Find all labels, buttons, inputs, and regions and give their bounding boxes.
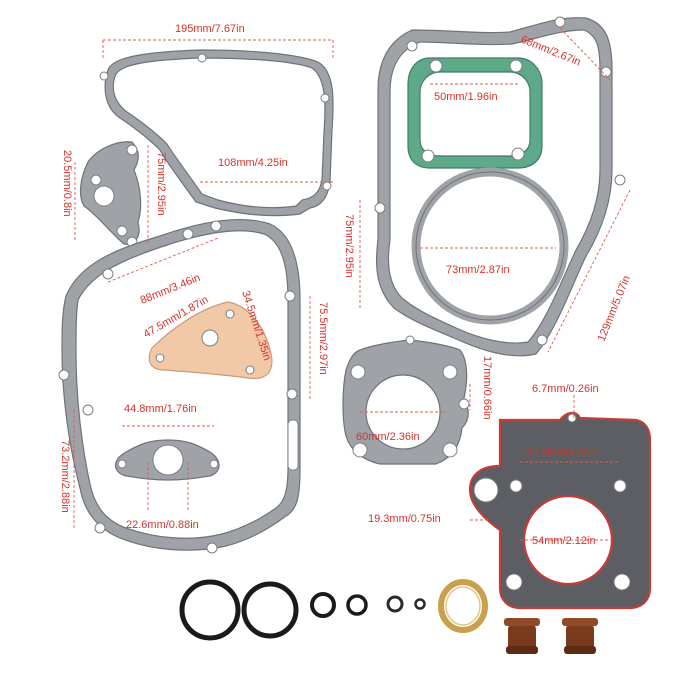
round-gasket	[411, 167, 569, 325]
valve-stem-seal-left	[504, 618, 540, 654]
dim-right-cover-height: 129mm/5.07in	[596, 274, 633, 343]
dim-cylinder-base-side: 17mm/0.66in	[481, 356, 493, 420]
dim-small-plate-height: 75mm/2.95in	[155, 152, 167, 216]
dim-top-cover-width: 195mm/7.67in	[175, 23, 245, 35]
right-cover-gasket	[374, 16, 626, 357]
valve-stem-seal-right	[562, 618, 598, 654]
cylinder-base-gasket	[342, 335, 470, 465]
dim-head-side: 19.3mm/0.75in	[368, 513, 441, 525]
dim-intake-port: 22.6mm/0.88in	[126, 519, 199, 531]
copper-sealing-ring	[438, 579, 488, 633]
dimension-guides	[73, 27, 631, 541]
dim-crankcase-height: 73.2mm/2.88in	[59, 440, 71, 513]
dim-cylinder-base-bore: 60mm/2.36in	[356, 431, 420, 443]
dim-green-gasket: 50mm/1.96in	[434, 91, 498, 103]
dim-intake-width: 44.8mm/1.76in	[124, 403, 197, 415]
dim-crankcase-side: 75.5mm/2.97in	[317, 302, 329, 375]
cylinder-head-gasket	[468, 411, 652, 610]
dim-top-cover-inner: 108mm/4.25in	[218, 157, 288, 169]
dim-head-bolt-span: 52.2mm/2.05in	[526, 447, 599, 459]
intake-gasket	[114, 439, 220, 481]
o-ring-set	[179, 579, 426, 641]
crankcase-gasket	[58, 218, 301, 554]
dim-right-cover-left: 75mm/2.95in	[343, 214, 355, 278]
small-mount-gasket	[79, 141, 142, 248]
dim-head-tab: 6.7mm/0.26in	[532, 383, 599, 395]
tan-paper-gasket	[148, 301, 273, 380]
green-valve-cover-gasket	[407, 57, 543, 169]
dim-small-plate-width: 20.5mm/0.8in	[61, 150, 73, 217]
dim-round-gasket: 73mm/2.87in	[446, 264, 510, 276]
dim-head-bore: 54mm/2.12in	[532, 535, 596, 547]
crankcase-cover-gasket	[99, 49, 334, 217]
